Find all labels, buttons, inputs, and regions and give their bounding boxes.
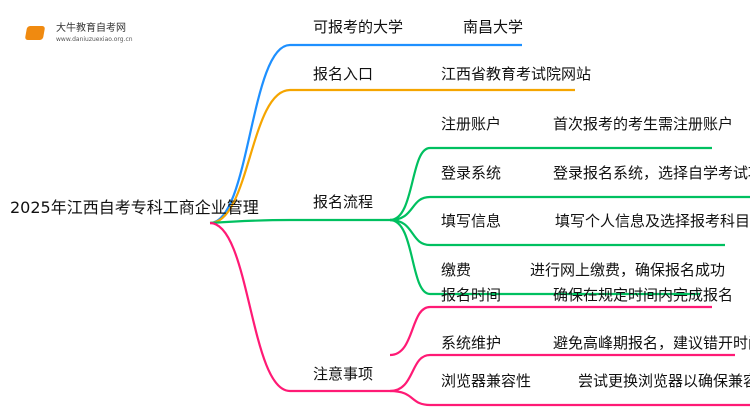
root-topic: 2025年江西自考专科工商企业管理 bbox=[10, 198, 259, 217]
branch-value: 南昌大学 bbox=[463, 18, 524, 36]
branch-label: 可报考的大学 bbox=[313, 18, 404, 36]
child-value: 填写个人信息及选择报考科目 bbox=[555, 212, 750, 230]
child-label: 登录系统 bbox=[441, 164, 502, 182]
child-value: 尝试更换浏览器以确保兼容性 bbox=[578, 372, 750, 390]
child-label: 浏览器兼容性 bbox=[441, 372, 532, 390]
process-child-lines bbox=[389, 146, 750, 296]
branch-line-entry bbox=[209, 88, 575, 225]
child-value: 避免高峰期报名，建议错开时间 bbox=[553, 334, 750, 352]
branch-line-process bbox=[209, 218, 390, 225]
child-value: 首次报考的考生需注册账户 bbox=[553, 115, 734, 133]
branch-value: 江西省教育考试院网站 bbox=[441, 65, 592, 83]
branch-label: 注意事项 bbox=[313, 365, 374, 383]
child-value: 进行网上缴费，确保报名成功 bbox=[530, 261, 726, 279]
child-value: 登录报名系统，选择自学考试项目 bbox=[553, 164, 750, 182]
logo-url: www.daniuzuexiao.org.cn bbox=[56, 36, 133, 43]
branch-line-notes bbox=[209, 221, 390, 393]
child-label: 报名时间 bbox=[441, 286, 502, 304]
child-label: 注册账户 bbox=[441, 115, 502, 133]
child-value: 确保在规定时间内完成报名 bbox=[553, 286, 734, 304]
notes-child-lines bbox=[389, 305, 750, 407]
branch-label: 报名入口 bbox=[313, 65, 374, 83]
child-label: 系统维护 bbox=[441, 334, 502, 352]
branch-label: 报名流程 bbox=[313, 193, 374, 211]
child-label: 缴费 bbox=[441, 261, 472, 279]
logo-name: 大牛教育自考网 bbox=[56, 23, 126, 34]
branch-line-university bbox=[209, 43, 522, 225]
child-label: 填写信息 bbox=[441, 212, 502, 230]
